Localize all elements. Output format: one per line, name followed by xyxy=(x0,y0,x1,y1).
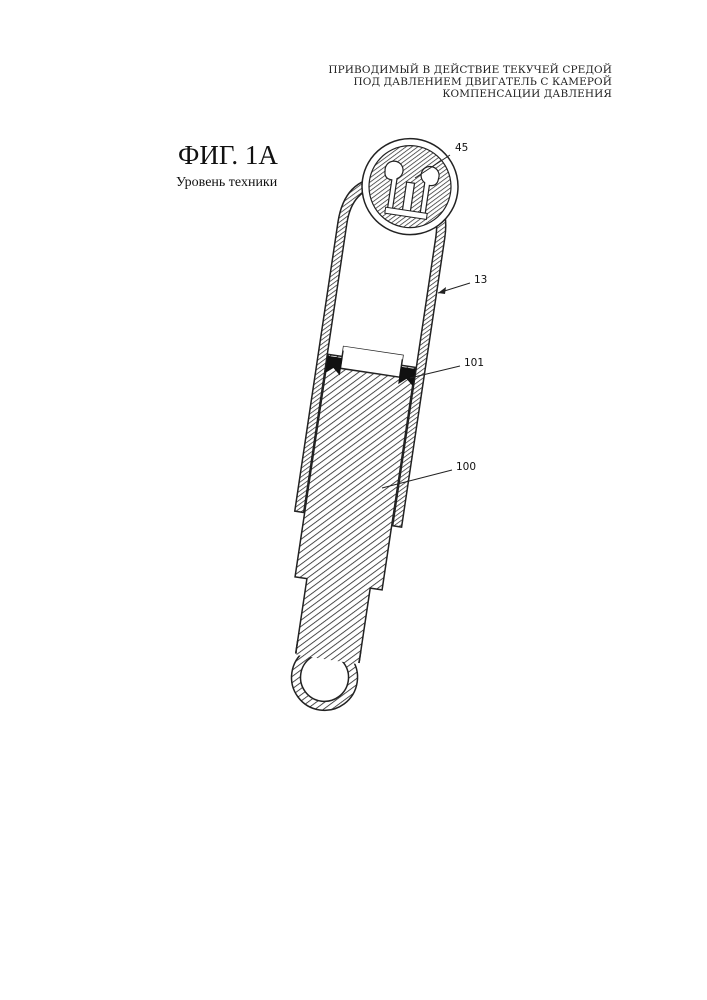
ref-label-101: 101 xyxy=(464,357,484,369)
ref-label-100: 100 xyxy=(456,461,476,473)
ref-label-13: 13 xyxy=(474,274,487,286)
ref-label-45: 45 xyxy=(455,142,468,154)
